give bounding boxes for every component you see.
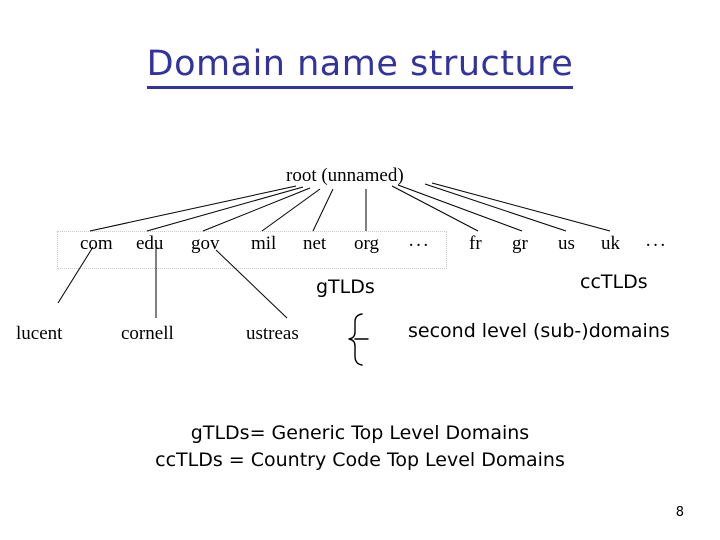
legend-line-cctlds: ccTLDs = Country Code Top Level Domains	[155, 449, 565, 471]
tree-node-us: us	[558, 233, 575, 254]
cctlds-group-label: ccTLDs	[580, 271, 648, 293]
tree-node-gov: gov	[191, 233, 220, 254]
tree-node-ustreas: ustreas	[246, 323, 299, 344]
page-title: Domain name structure	[0, 44, 720, 89]
curly-brace-icon	[348, 313, 369, 366]
gtlds-group-label: gTLDs	[316, 276, 375, 298]
tree-node-org: org	[354, 233, 379, 254]
tree-node-lucent: lucent	[16, 323, 63, 344]
tree-node-edu: edu	[136, 233, 164, 254]
tree-node-gtld-ellipsis: ···	[408, 235, 430, 256]
tree-node-fr: fr	[469, 233, 482, 254]
second-level-group-label: second level (sub-)domains	[408, 320, 670, 342]
legend-line-gtlds: gTLDs= Generic Top Level Domains	[190, 422, 530, 444]
tree-node-gr: gr	[512, 233, 528, 254]
tree-node-cctld-ellipsis: ···	[645, 235, 667, 256]
tree-node-root: root (unnamed)	[286, 165, 404, 186]
page-number: 8	[675, 505, 684, 520]
tree-node-uk: uk	[601, 233, 620, 254]
tree-node-mil: mil	[251, 233, 277, 254]
tree-node-net: net	[303, 233, 327, 254]
tree-node-cornell: cornell	[121, 323, 174, 344]
page-title-text: Domain name structure	[146, 44, 574, 89]
legend-block: gTLDs= Generic Top Level Domains ccTLDs …	[0, 420, 720, 474]
tree-node-com: com	[80, 233, 113, 254]
